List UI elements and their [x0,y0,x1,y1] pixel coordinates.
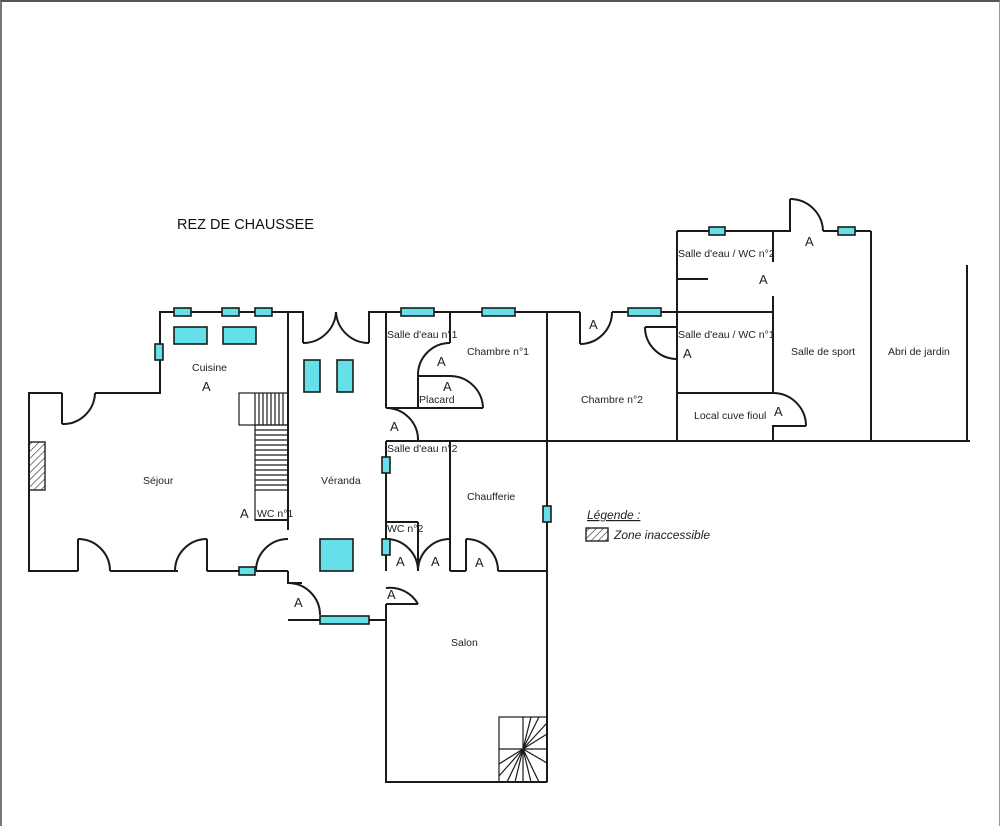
room-labels: Cuisine Séjour WC n°1 Véranda Salle d'ea… [143,248,950,649]
access-marker: A [437,354,446,369]
access-marker: A [805,234,814,249]
plan-title: REZ DE CHAUSSEE [177,217,314,233]
walls-west [28,311,289,572]
access-markers: A A A A A A A A A A A A A A A [202,234,814,610]
window [542,505,552,523]
window [238,566,256,576]
legend-title: Légende : [587,508,640,522]
veranda-furniture [303,359,321,393]
staircase-2 [498,716,548,783]
room-label-chambre-2: Chambre n°2 [581,394,643,406]
access-marker: A [387,587,396,602]
access-marker: A [443,379,452,394]
legend-item-label: Zone inaccessible [613,528,710,542]
room-label-salle-eau-2: Salle d'eau n°2 [387,443,458,455]
room-label-wc1: WC n°1 [257,508,293,520]
window [173,307,192,317]
access-marker: A [759,272,768,287]
walls-veranda [287,311,386,621]
veranda-table [319,538,354,572]
room-label-chaufferie: Chaufferie [467,491,515,503]
access-marker: A [240,506,249,521]
room-label-sejour: Séjour [143,475,174,487]
window [154,343,164,361]
access-marker: A [396,554,405,569]
window [400,307,435,317]
room-label-salle-eau-wc-2: Salle d'eau / WC n°2 [678,248,775,260]
room-label-cuisine: Cuisine [192,362,227,374]
room-label-placard: Placard [419,394,455,406]
access-marker: A [202,379,211,394]
legend: Légende : Zone inaccessible [585,508,710,542]
veranda-furniture [336,359,354,393]
inaccessible-zone [28,441,46,491]
room-label-veranda: Véranda [321,475,361,487]
room-label-abri-de-jardin: Abri de jardin [888,346,950,358]
window [481,307,516,317]
room-label-salle-eau-1: Salle d'eau n°1 [387,329,458,341]
room-label-salon: Salon [451,637,478,649]
room-label-local-cuve-fioul: Local cuve fioul [694,410,766,422]
window [381,538,391,556]
access-marker: A [589,317,598,332]
access-marker: A [431,554,440,569]
room-label-wc2: WC n°2 [387,523,423,535]
access-marker: A [294,595,303,610]
access-marker: A [774,404,783,419]
kitchen-furniture [222,326,257,345]
access-marker: A [475,555,484,570]
room-label-chambre-1: Chambre n°1 [467,346,529,358]
access-marker: A [683,346,692,361]
window [708,226,726,236]
access-marker: A [390,419,399,434]
window [381,456,391,474]
window [319,615,370,625]
window [221,307,240,317]
staircase-1 [254,393,288,491]
room-label-salle-de-sport: Salle de sport [791,346,855,358]
room-label-salle-eau-wc-1: Salle d'eau / WC n°1 [678,329,775,341]
kitchen-furniture [173,326,208,345]
window [627,307,662,317]
hatch-swatch-icon [585,527,609,542]
window [837,226,856,236]
window [254,307,273,317]
